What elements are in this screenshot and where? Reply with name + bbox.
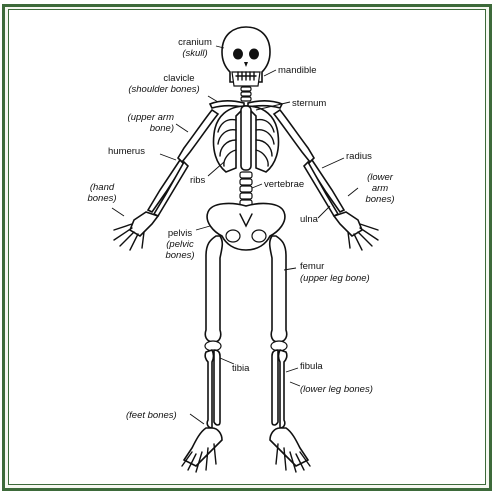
label-hand: (hand [84,182,120,193]
label-ribs: ribs [190,175,205,186]
left-foot [182,428,222,472]
label-lower-arm: (lower [358,172,402,183]
neck-vertebrae [241,87,251,101]
label-pelvic-2: bones) [160,250,200,261]
label-feet: (feet bones) [126,410,177,421]
right-hand [334,212,378,250]
label-tibia: tibia [232,363,249,374]
spine [240,172,252,206]
left-leg [205,236,222,428]
label-cranium: cranium [170,37,220,48]
label-humerus: humerus [108,146,145,157]
label-pelvic: (pelvic [160,239,200,250]
label-ulna: ulna [300,214,318,225]
label-hand-2: bones) [84,193,120,204]
label-radius: radius [346,151,372,162]
label-femur: femur [300,261,324,272]
label-sternum: sternum [292,98,326,109]
right-leg [270,236,287,428]
label-upper-arm-2: bone) [108,123,174,134]
label-clavicle: clavicle [148,73,210,84]
label-pelvis: pelvis [160,228,200,239]
label-lower-leg: (lower leg bones) [300,384,373,395]
label-lower-arm-2: arm [358,183,402,194]
right-foot [270,428,310,472]
label-fibula: fibula [300,361,323,372]
label-upper-arm: (upper arm [108,112,174,123]
label-upper-leg: (upper leg bone) [300,273,370,284]
label-vertebrae: vertebrae [264,179,304,190]
label-lower-arm-3: bones) [358,194,402,205]
label-skull: (skull) [170,48,220,59]
label-mandible: mandible [278,65,317,76]
skull [222,27,270,86]
label-shoulder-bones: (shoulder bones) [118,84,210,95]
left-hand [114,212,158,250]
